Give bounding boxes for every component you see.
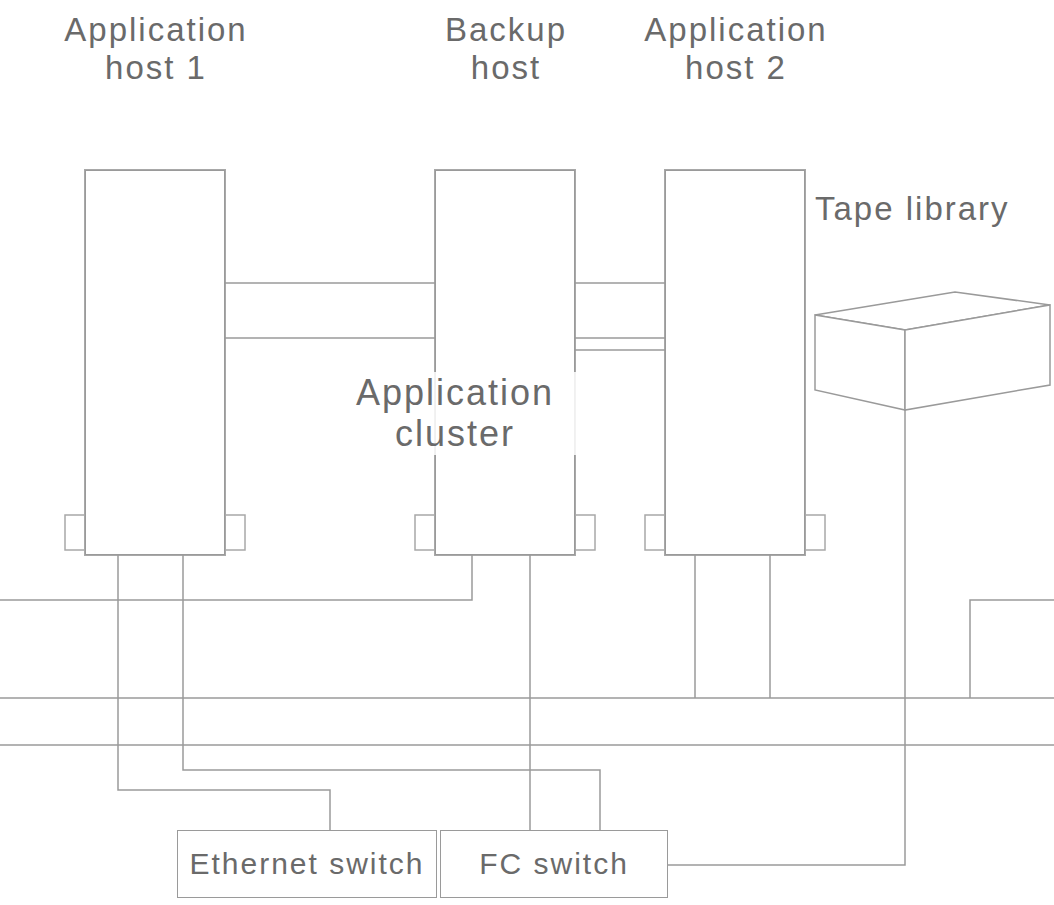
lan-wire [0,555,1054,745]
switch-box: Ethernet switch [177,830,437,898]
lan-wire [769,555,771,698]
lan-wire [694,555,696,698]
tape-library: Tape library [815,290,1050,410]
server-box: Application host 1 [85,170,225,555]
switch-box: FC switch [440,830,668,898]
node-heading: Backup host [411,11,601,87]
box-front [815,315,905,410]
connector-line [183,555,600,830]
node-heading: Tape library [815,190,1045,228]
node-heading: Application host 2 [611,11,861,87]
server-tower [65,170,245,555]
server-box: Backup host [435,170,575,555]
connector-line [529,555,531,830]
lan-wire [0,744,1054,746]
tape-library-box [815,292,1050,410]
lan-wire [970,600,1054,698]
node-label: Ethernet switch [189,847,424,882]
server-tower [415,170,595,555]
server-tower [645,170,825,555]
server-box: Application host 2 [665,170,805,555]
connector-line [575,349,665,351]
lan-wire [0,555,472,600]
node-label: FC switch [479,847,629,882]
cluster-label: Application cluster [325,372,585,455]
node-heading: Application host 1 [31,11,281,87]
box-side [905,305,1050,410]
connector-line [118,555,330,830]
lan-wire [0,697,1054,699]
